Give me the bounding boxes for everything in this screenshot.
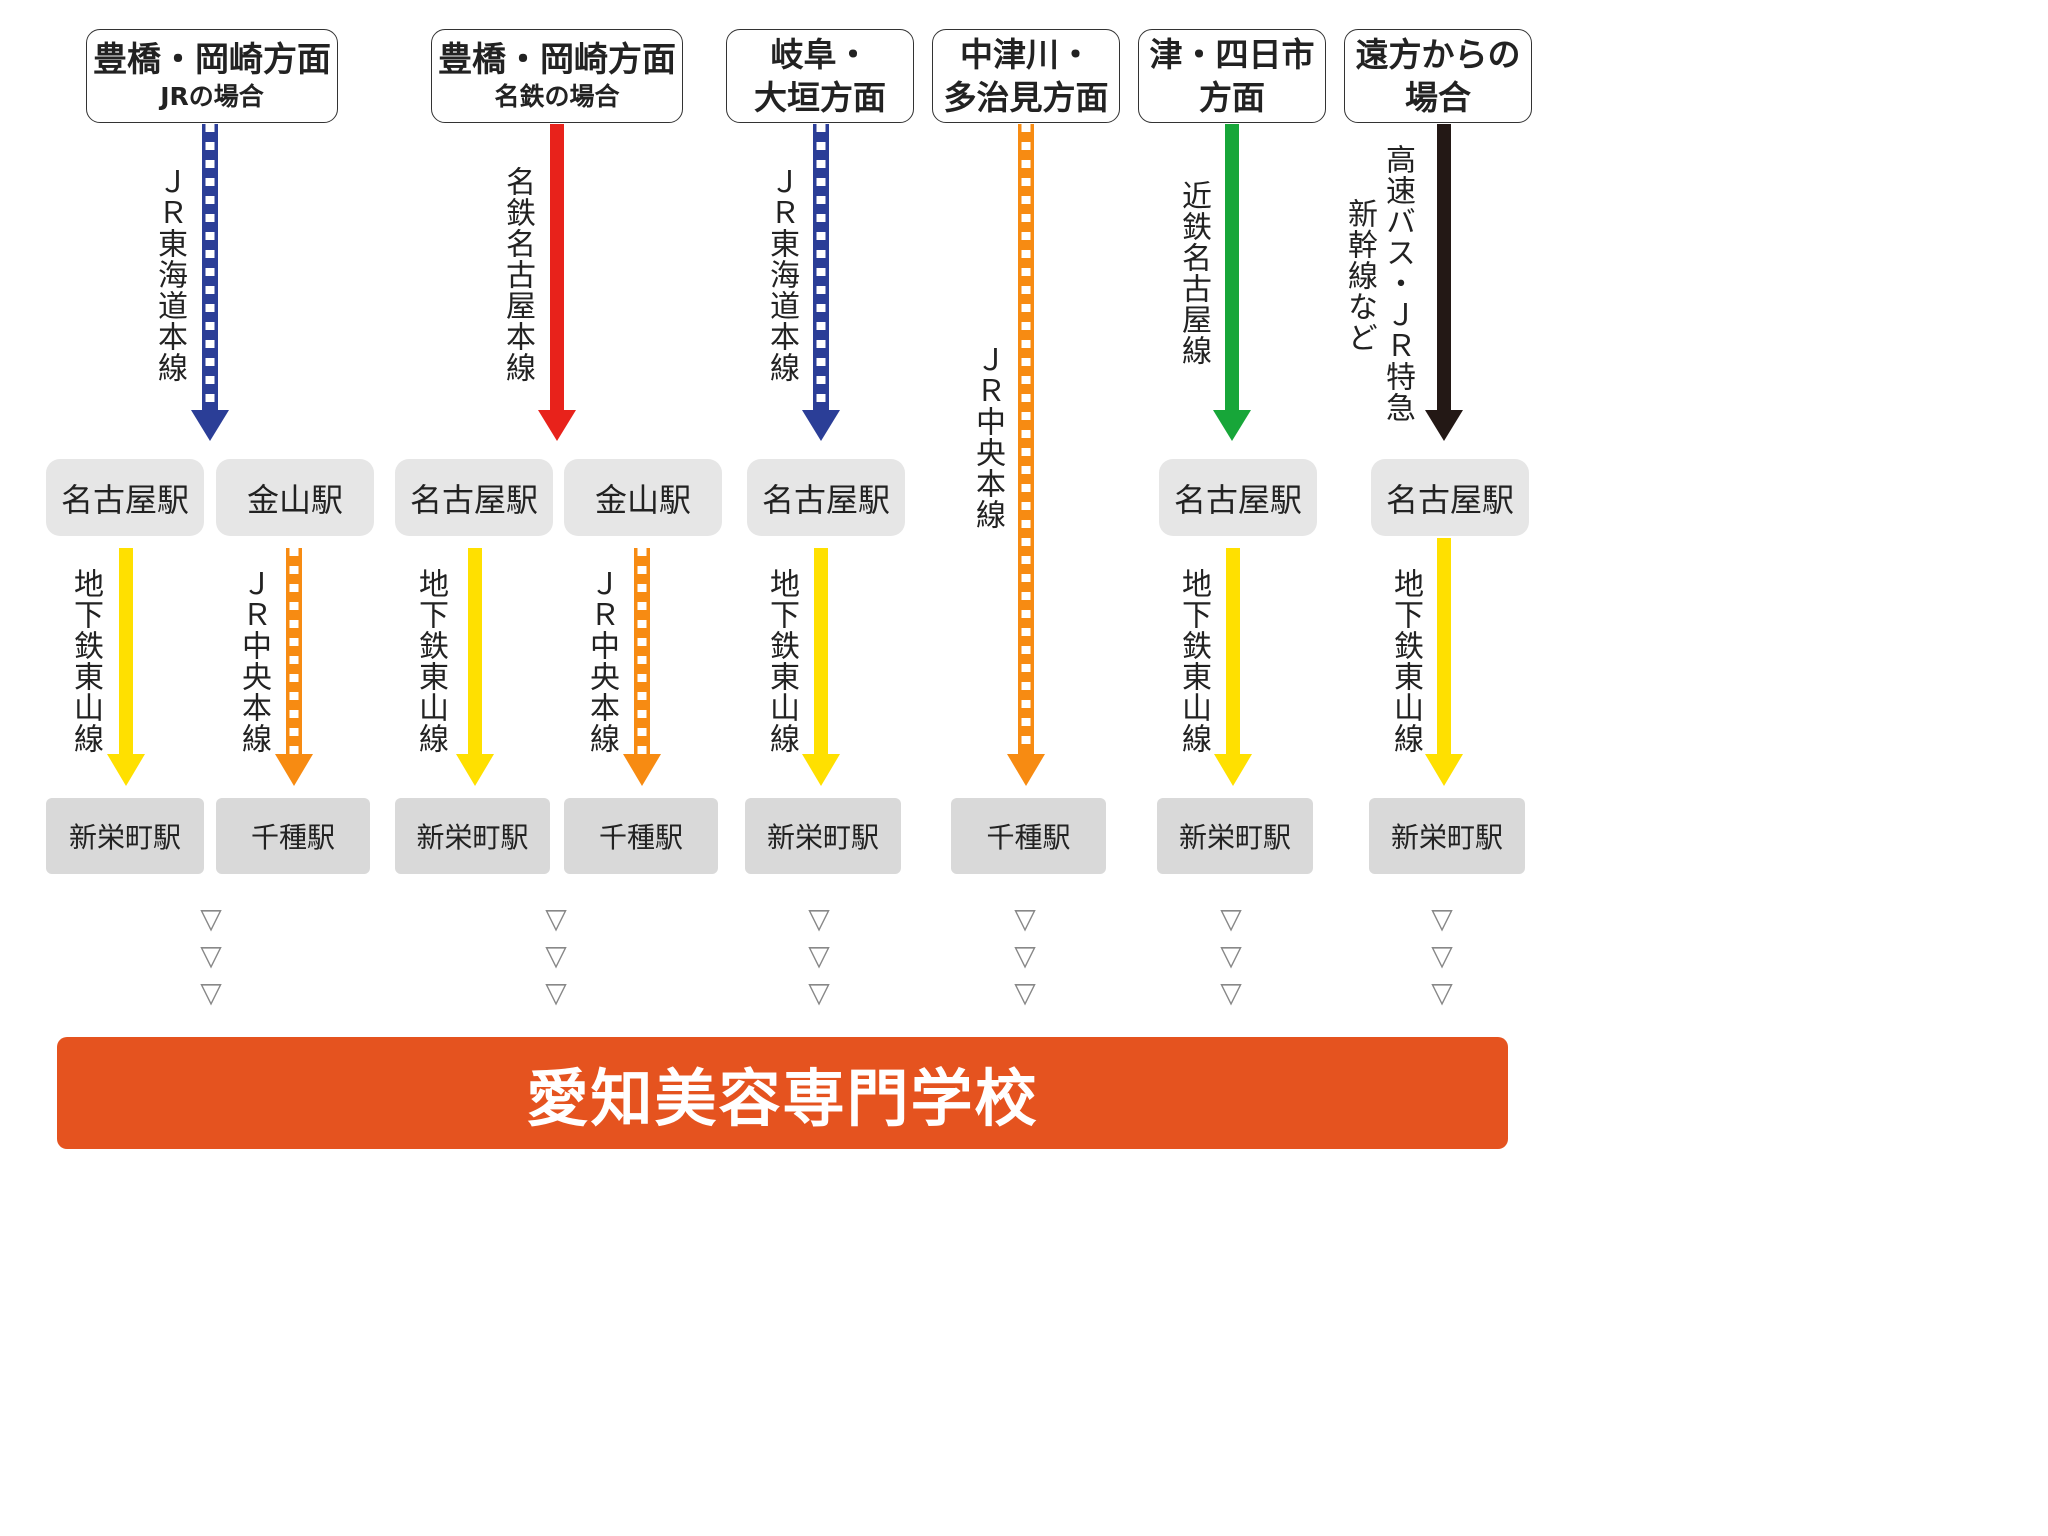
station-chikusa: 千種駅	[216, 798, 370, 874]
origin-title: 中津川・	[960, 35, 1092, 74]
origin-title: 津・四日市	[1149, 35, 1315, 74]
arrow-subway-1	[107, 548, 145, 786]
line-label-subway-1: 地下鉄東山線	[68, 568, 103, 754]
origin-title: 豊橋・岡崎方面	[438, 40, 676, 80]
station-shinsakaemachi: 新栄町駅	[745, 798, 901, 874]
station-shinsakaemachi: 新栄町駅	[1157, 798, 1313, 874]
arrow-meitetsu	[538, 124, 576, 441]
line-label-far-1: 高速バス・ＪＲ特急	[1380, 144, 1415, 423]
line-label-jr-tokaido-2: ＪＲ東海道本線	[764, 166, 799, 383]
station-shinsakaemachi: 新栄町駅	[395, 798, 550, 874]
origin-subtitle: JRの場合	[160, 82, 264, 111]
line-label-subway-3: 地下鉄東山線	[764, 568, 799, 754]
down-triangles-icon: ▽▽▽	[545, 902, 567, 1009]
station-chikusa: 千種駅	[951, 798, 1106, 874]
line-label-jr-chuo-2: ＪＲ中央本線	[584, 568, 619, 754]
school-banner: 愛知美容専門学校	[57, 1037, 1508, 1149]
station-nagoya: 名古屋駅	[395, 459, 553, 536]
station-kanayama: 金山駅	[216, 459, 374, 536]
arrow-subway-2	[456, 548, 494, 786]
station-shinsakaemachi: 新栄町駅	[1369, 798, 1525, 874]
line-label-meitetsu: 名鉄名古屋本線	[500, 166, 535, 383]
origin-subtitle: 大垣方面	[754, 78, 886, 117]
station-shinsakaemachi: 新栄町駅	[46, 798, 204, 874]
station-kanayama: 金山駅	[564, 459, 722, 536]
origin-title: 豊橋・岡崎方面	[93, 40, 331, 80]
arrow-subway-4	[1214, 548, 1252, 786]
down-triangles-icon: ▽▽▽	[1220, 902, 1242, 1009]
arrow-subway-5	[1425, 538, 1463, 786]
school-name: 愛知美容専門学校	[526, 1062, 1039, 1135]
line-label-jr-chuo-1: ＪＲ中央本線	[236, 568, 271, 754]
line-label-subway-4: 地下鉄東山線	[1176, 568, 1211, 754]
station-nagoya: 名古屋駅	[1159, 459, 1317, 536]
line-label-kintetsu: 近鉄名古屋線	[1176, 180, 1211, 366]
arrow-far	[1425, 124, 1463, 441]
line-label-subway-2: 地下鉄東山線	[413, 568, 448, 754]
down-triangles-icon: ▽▽▽	[1014, 902, 1036, 1009]
route-arrows	[107, 124, 1463, 786]
origin-toyohashi-jr: 豊橋・岡崎方面 JRの場合	[86, 29, 338, 123]
arrow-subway-3	[802, 548, 840, 786]
origin-far-away: 遠方からの 場合	[1344, 29, 1532, 123]
line-label-jr-tokaido-1: ＪＲ東海道本線	[152, 166, 187, 383]
origin-toyohashi-meitetsu: 豊橋・岡崎方面 名鉄の場合	[431, 29, 683, 123]
station-nagoya: 名古屋駅	[747, 459, 905, 536]
origin-subtitle: 多治見方面	[943, 78, 1109, 117]
origin-tsu-yokkaichi: 津・四日市 方面	[1138, 29, 1326, 123]
down-triangles-icon: ▽▽▽	[200, 902, 222, 1009]
arrow-jr-chuo-1	[275, 548, 313, 786]
station-chikusa: 千種駅	[564, 798, 718, 874]
station-nagoya: 名古屋駅	[46, 459, 204, 536]
arrow-jr-chuo-2	[623, 548, 661, 786]
line-label-subway-5: 地下鉄東山線	[1388, 568, 1423, 754]
arrow-kintetsu	[1213, 124, 1251, 441]
origin-title: 遠方からの	[1355, 35, 1521, 74]
station-nagoya: 名古屋駅	[1371, 459, 1529, 536]
origin-subtitle: 方面	[1199, 78, 1265, 117]
arrow-jr-tokaido-1	[191, 124, 229, 441]
origin-subtitle: 場合	[1405, 78, 1471, 117]
down-triangles-icon: ▽▽▽	[1431, 902, 1453, 1009]
arrow-jr-chuo-long	[1007, 124, 1045, 786]
origin-title: 岐阜・	[770, 35, 870, 74]
line-label-far-2: 新幹線など	[1342, 198, 1377, 353]
line-label-jr-chuo-long: ＪＲ中央本線	[970, 344, 1005, 530]
origin-nakatsugawa-tajimi: 中津川・ 多治見方面	[932, 29, 1120, 123]
down-triangles-icon: ▽▽▽	[808, 902, 830, 1009]
arrow-jr-tokaido-2	[802, 124, 840, 441]
origin-gifu-ogaki: 岐阜・ 大垣方面	[726, 29, 914, 123]
origin-subtitle: 名鉄の場合	[494, 82, 620, 111]
